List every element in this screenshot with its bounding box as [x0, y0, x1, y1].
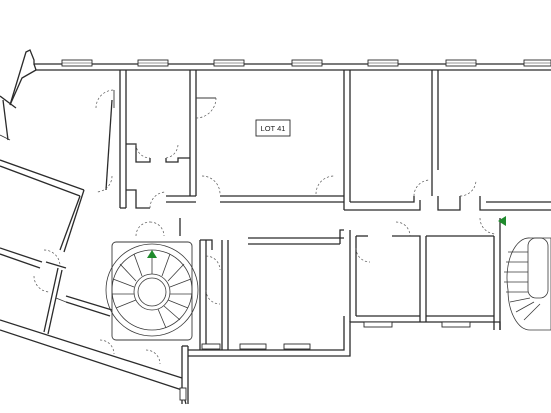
door-swing: [149, 221, 165, 237]
door-swing: [413, 179, 431, 197]
door-swing: [149, 191, 167, 209]
door-swing: [479, 217, 497, 235]
entrance-marker: [498, 216, 506, 226]
door-swing: [135, 221, 151, 237]
left-wing-walls: [0, 95, 113, 335]
window: [441, 321, 471, 328]
spiral-staircase: [105, 241, 199, 341]
outer-walls: [0, 49, 551, 405]
door-swing: [95, 175, 113, 193]
door-swing: [145, 349, 161, 365]
window: [179, 387, 187, 401]
door-swing: [95, 89, 115, 109]
door-swing: [205, 289, 221, 305]
window: [201, 343, 221, 350]
door-swing: [99, 339, 115, 355]
door-swing: [315, 175, 335, 195]
door-swing: [355, 247, 371, 263]
door-swing: [395, 221, 411, 237]
right-staircase: [498, 216, 551, 331]
door-swing: [195, 97, 217, 119]
door-swing: [165, 143, 179, 159]
room-label-lot-41: LOT 41: [255, 119, 291, 137]
window: [363, 321, 393, 328]
door-swing: [205, 255, 221, 271]
door-swing: [459, 179, 477, 197]
room-label-text: LOT 41: [261, 124, 286, 133]
door-swing: [33, 275, 51, 293]
door-swing: [135, 143, 151, 159]
door-swing: [201, 175, 221, 195]
windows: [2, 59, 551, 401]
entrance-marker: [147, 250, 157, 258]
window: [239, 343, 267, 350]
door-swing: [43, 249, 61, 267]
window: [283, 343, 311, 350]
interior-walls: [119, 70, 551, 350]
doors: [33, 89, 497, 365]
